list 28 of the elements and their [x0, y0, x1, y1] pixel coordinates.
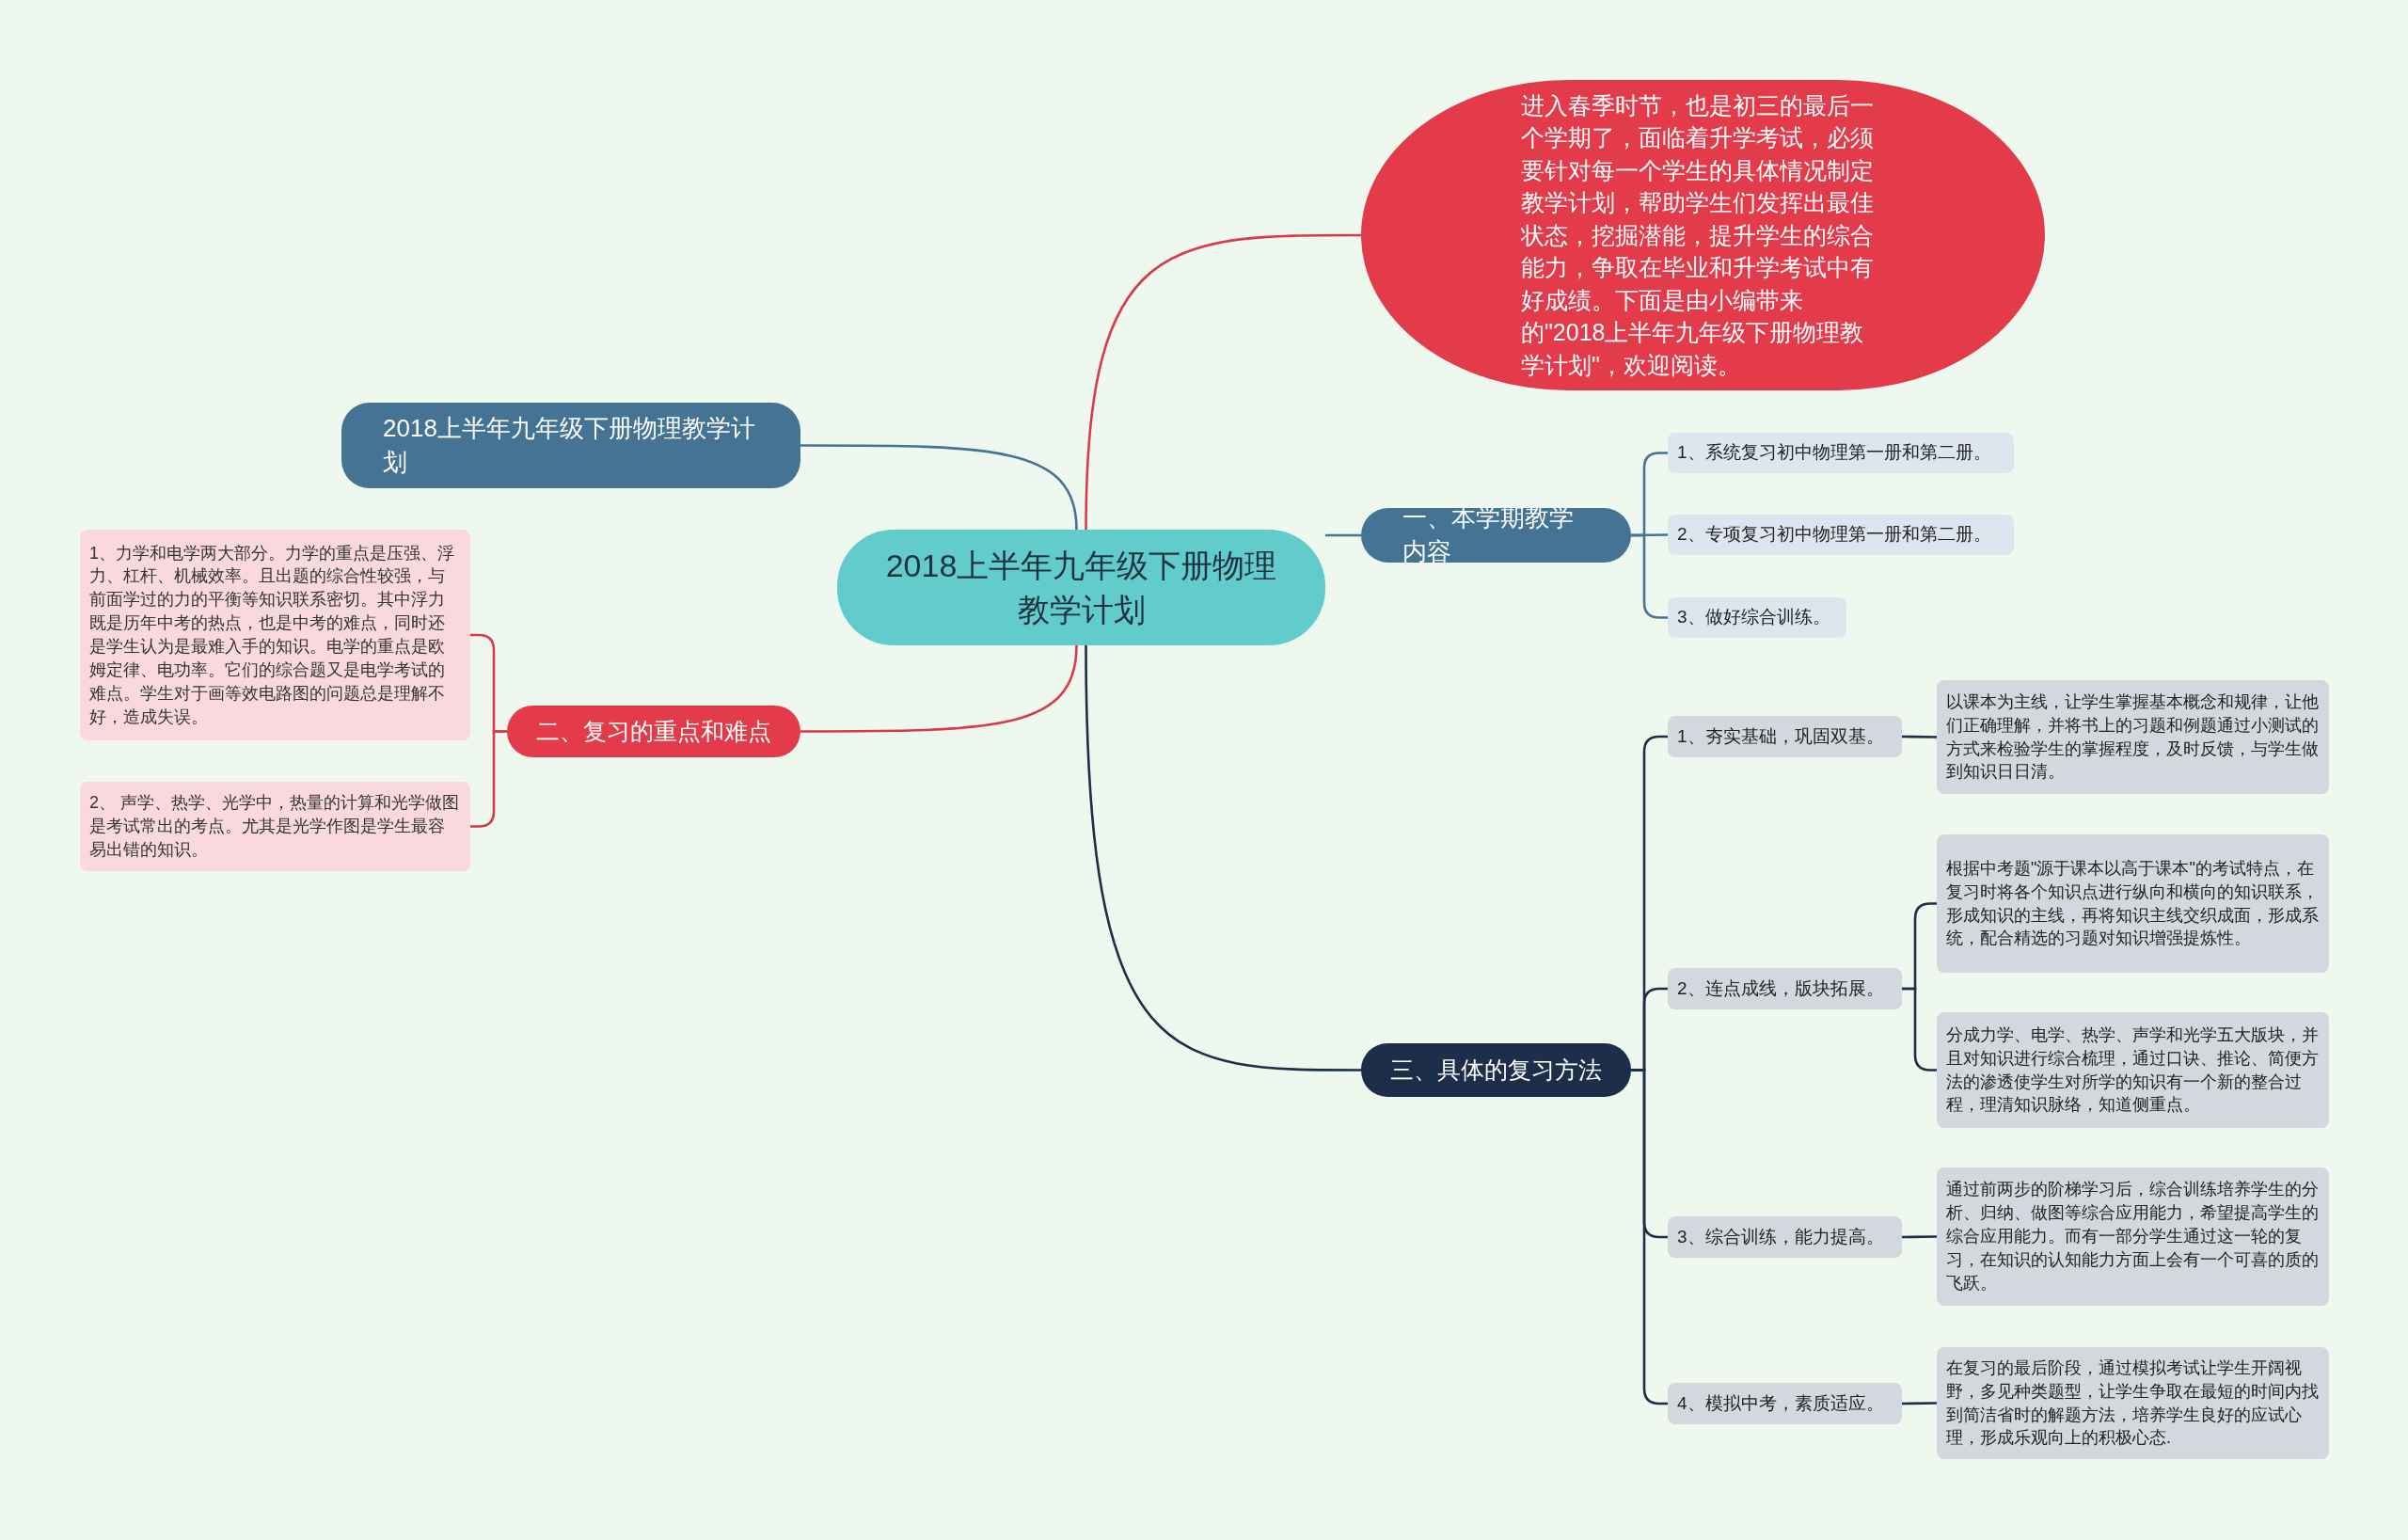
- connector-line: [1085, 644, 1361, 1072]
- intro-bubble: 进入春季时节，也是初三的最后一个学期了，面临着升学考试，必须要针对每一个学生的具体情况制定教学计划，帮助学生们发挥出最佳状态，挖掘潜能，提升学生的综合能力，争取在毕业和升学考试中有好成绩。下面是由小编带来的"2018上半年九年级下册物理教学计划"，欢迎阅读。: [1361, 80, 2045, 390]
- subtopic-card: 3、做好综合训练。: [1668, 597, 1846, 638]
- note-card: 以课本为主线，让学生掌握基本概念和规律，让他们正确理解，并将书上的习题和例题通过小测试的方式来检验学生的掌握程度，及时反馈，与学生做到知识日日清。: [1937, 680, 2329, 794]
- branch-topic: 二、复习的重点和难点: [507, 706, 800, 757]
- note-card: 在复习的最后阶段，通过模拟考试让学生开阔视野，多见种类题型，让学生争取在最短的时间内找到简洁省时的解题方法，培养学生良好的应试心理，形成乐观向上的积极心态.: [1937, 1347, 2329, 1459]
- subtopic-card: 3、综合训练，能力提高。: [1668, 1216, 1902, 1258]
- connector-line: [800, 444, 1078, 531]
- connector-line: [1085, 233, 1361, 531]
- central-topic: 2018上半年九年级下册物理教学计划: [837, 530, 1325, 645]
- connector-line: [1902, 1235, 1937, 1239]
- branch-topic: 2018上半年九年级下册物理教学计划: [341, 403, 800, 488]
- connector-line: [800, 644, 1078, 733]
- note-card: 1、力学和电学两大部分。力学的重点是压强、浮力、杠杆、机械效率。且出题的综合性较强，与前面学过的力的平衡等知识联系密切。其中浮力既是历年中考的热点，也是中考的难点，同时还是学生认为是最难入手的知识。电学的重点是欧姆定律、电功率。它们的综合题又是电学考试的难点。学生对于画等效电路图的问题总是理解不好，造成失误。: [80, 530, 470, 740]
- connector-line: [1902, 735, 1937, 738]
- note-card: 根据中考题"源于课本以高于课本"的考试特点，在复习时将各个知识点进行纵向和横向的知识联系，形成知识的主线，再将知识主线交织成面，形成系统，配合精选的习题对知识增强提炼性。: [1937, 834, 2329, 973]
- connector-line: [1325, 533, 1361, 537]
- note-card: 2、 声学、热学、光学中，热量的计算和光学做图是考试常出的考点。尤其是光学作图是学生最容易出错的知识。: [80, 782, 470, 871]
- subtopic-card: 2、连点成线，版块拓展。: [1668, 968, 1902, 1009]
- subtopic-card: 1、系统复习初中物理第一册和第二册。: [1668, 433, 2014, 473]
- branch-topic: 三、具体的复习方法: [1361, 1043, 1631, 1097]
- connector-line: [1902, 987, 1937, 1072]
- note-card: 通过前两步的阶梯学习后，综合训练培养学生的分析、归纳、做图等综合应用能力，希望提高学生的综合应用能力。而有一部分学生通过这一轮的复习，在知识的认知能力方面上会有一个可喜的质的飞跃。: [1937, 1167, 2329, 1306]
- subtopic-card: 2、专项复习初中物理第一册和第二册。: [1668, 515, 2014, 555]
- subtopic-card: 1、夯实基础，巩固双基。: [1668, 716, 1902, 757]
- subtopic-card: 4、模拟中考，素质适应。: [1668, 1383, 1902, 1424]
- connector-line: [1902, 1402, 1937, 1405]
- note-card: 分成力学、电学、热学、声学和光学五大版块，并且对知识进行综合梳理，通过口诀、推论、简便方法的渗透使学生对所学的知识有一个新的整合过程，理清知识脉络，知道侧重点。: [1937, 1012, 2329, 1128]
